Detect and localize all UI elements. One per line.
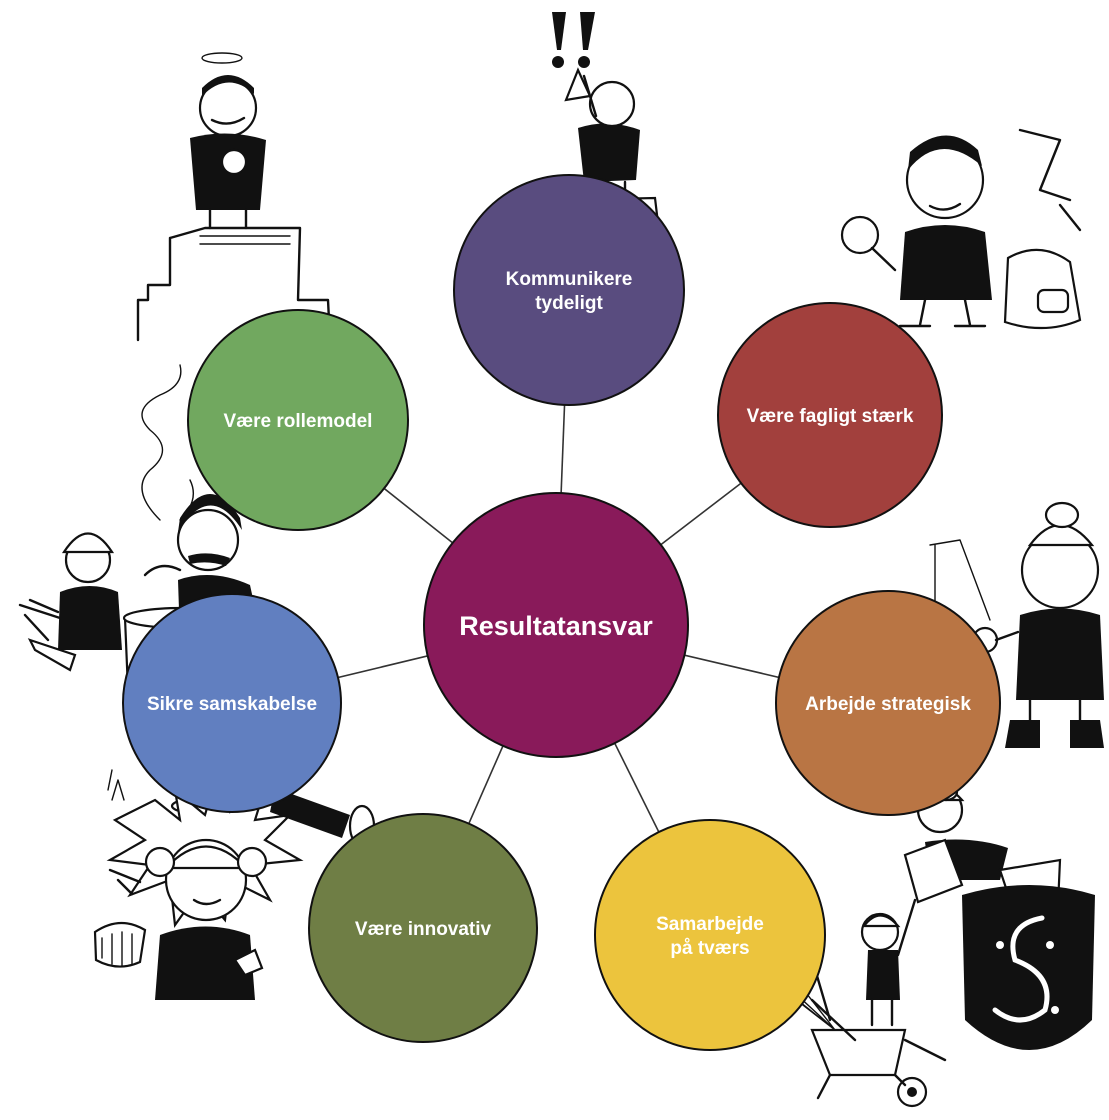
- node-circle-strategisk: [775, 590, 1001, 816]
- node-kommunikere: Kommunikere tydeligt: [453, 174, 685, 406]
- node-samskabelse: Sikre samskabelse: [122, 593, 342, 813]
- node-circle-fagligt: [717, 302, 943, 528]
- center-node: Resultatansvar: [423, 492, 689, 758]
- node-label-samarbejde-line-2: på tværs: [670, 938, 749, 959]
- node-label-rollemodel-line-1: Være rollemodel: [224, 411, 373, 432]
- node-label-innovativ-line-1: Være innovativ: [355, 919, 492, 940]
- node-rollemodel: Være rollemodel: [187, 309, 409, 531]
- node-circle-innovativ: [308, 813, 538, 1043]
- node-label-kommunikere-line-1: Kommunikere: [506, 269, 633, 290]
- node-label-samskabelse-line-1: Sikre samskabelse: [147, 694, 317, 715]
- shield-emblem-icon: [962, 858, 1095, 1050]
- node-label-kommunikere-line-2: tydeligt: [535, 293, 603, 314]
- node-label-samarbejde-line-1: Samarbejde: [656, 914, 764, 935]
- person-with-halo-on-podium-icon: [136, 52, 332, 342]
- node-innovativ: Være innovativ: [308, 813, 538, 1043]
- person-with-magnifier-and-backpack-icon: [840, 128, 1082, 330]
- exclamation-marks-icon: [552, 12, 595, 68]
- center-circle: [423, 492, 689, 758]
- node-circle-kommunikere: [453, 174, 685, 406]
- node-samarbejde: Samarbejde på tværs: [594, 819, 826, 1051]
- node-fagligt: Være fagligt stærk: [717, 302, 943, 528]
- node-circle-samarbejde: [594, 819, 826, 1051]
- center-label: Resultatansvar: [459, 611, 653, 641]
- node-circle-rollemodel: [187, 309, 409, 531]
- node-label-fagligt-line-1: Være fagligt stærk: [747, 406, 914, 427]
- node-label-strategisk-line-1: Arbejde strategisk: [805, 694, 971, 715]
- node-circle-samskabelse: [122, 593, 342, 813]
- node-strategisk: Arbejde strategisk: [775, 590, 1001, 816]
